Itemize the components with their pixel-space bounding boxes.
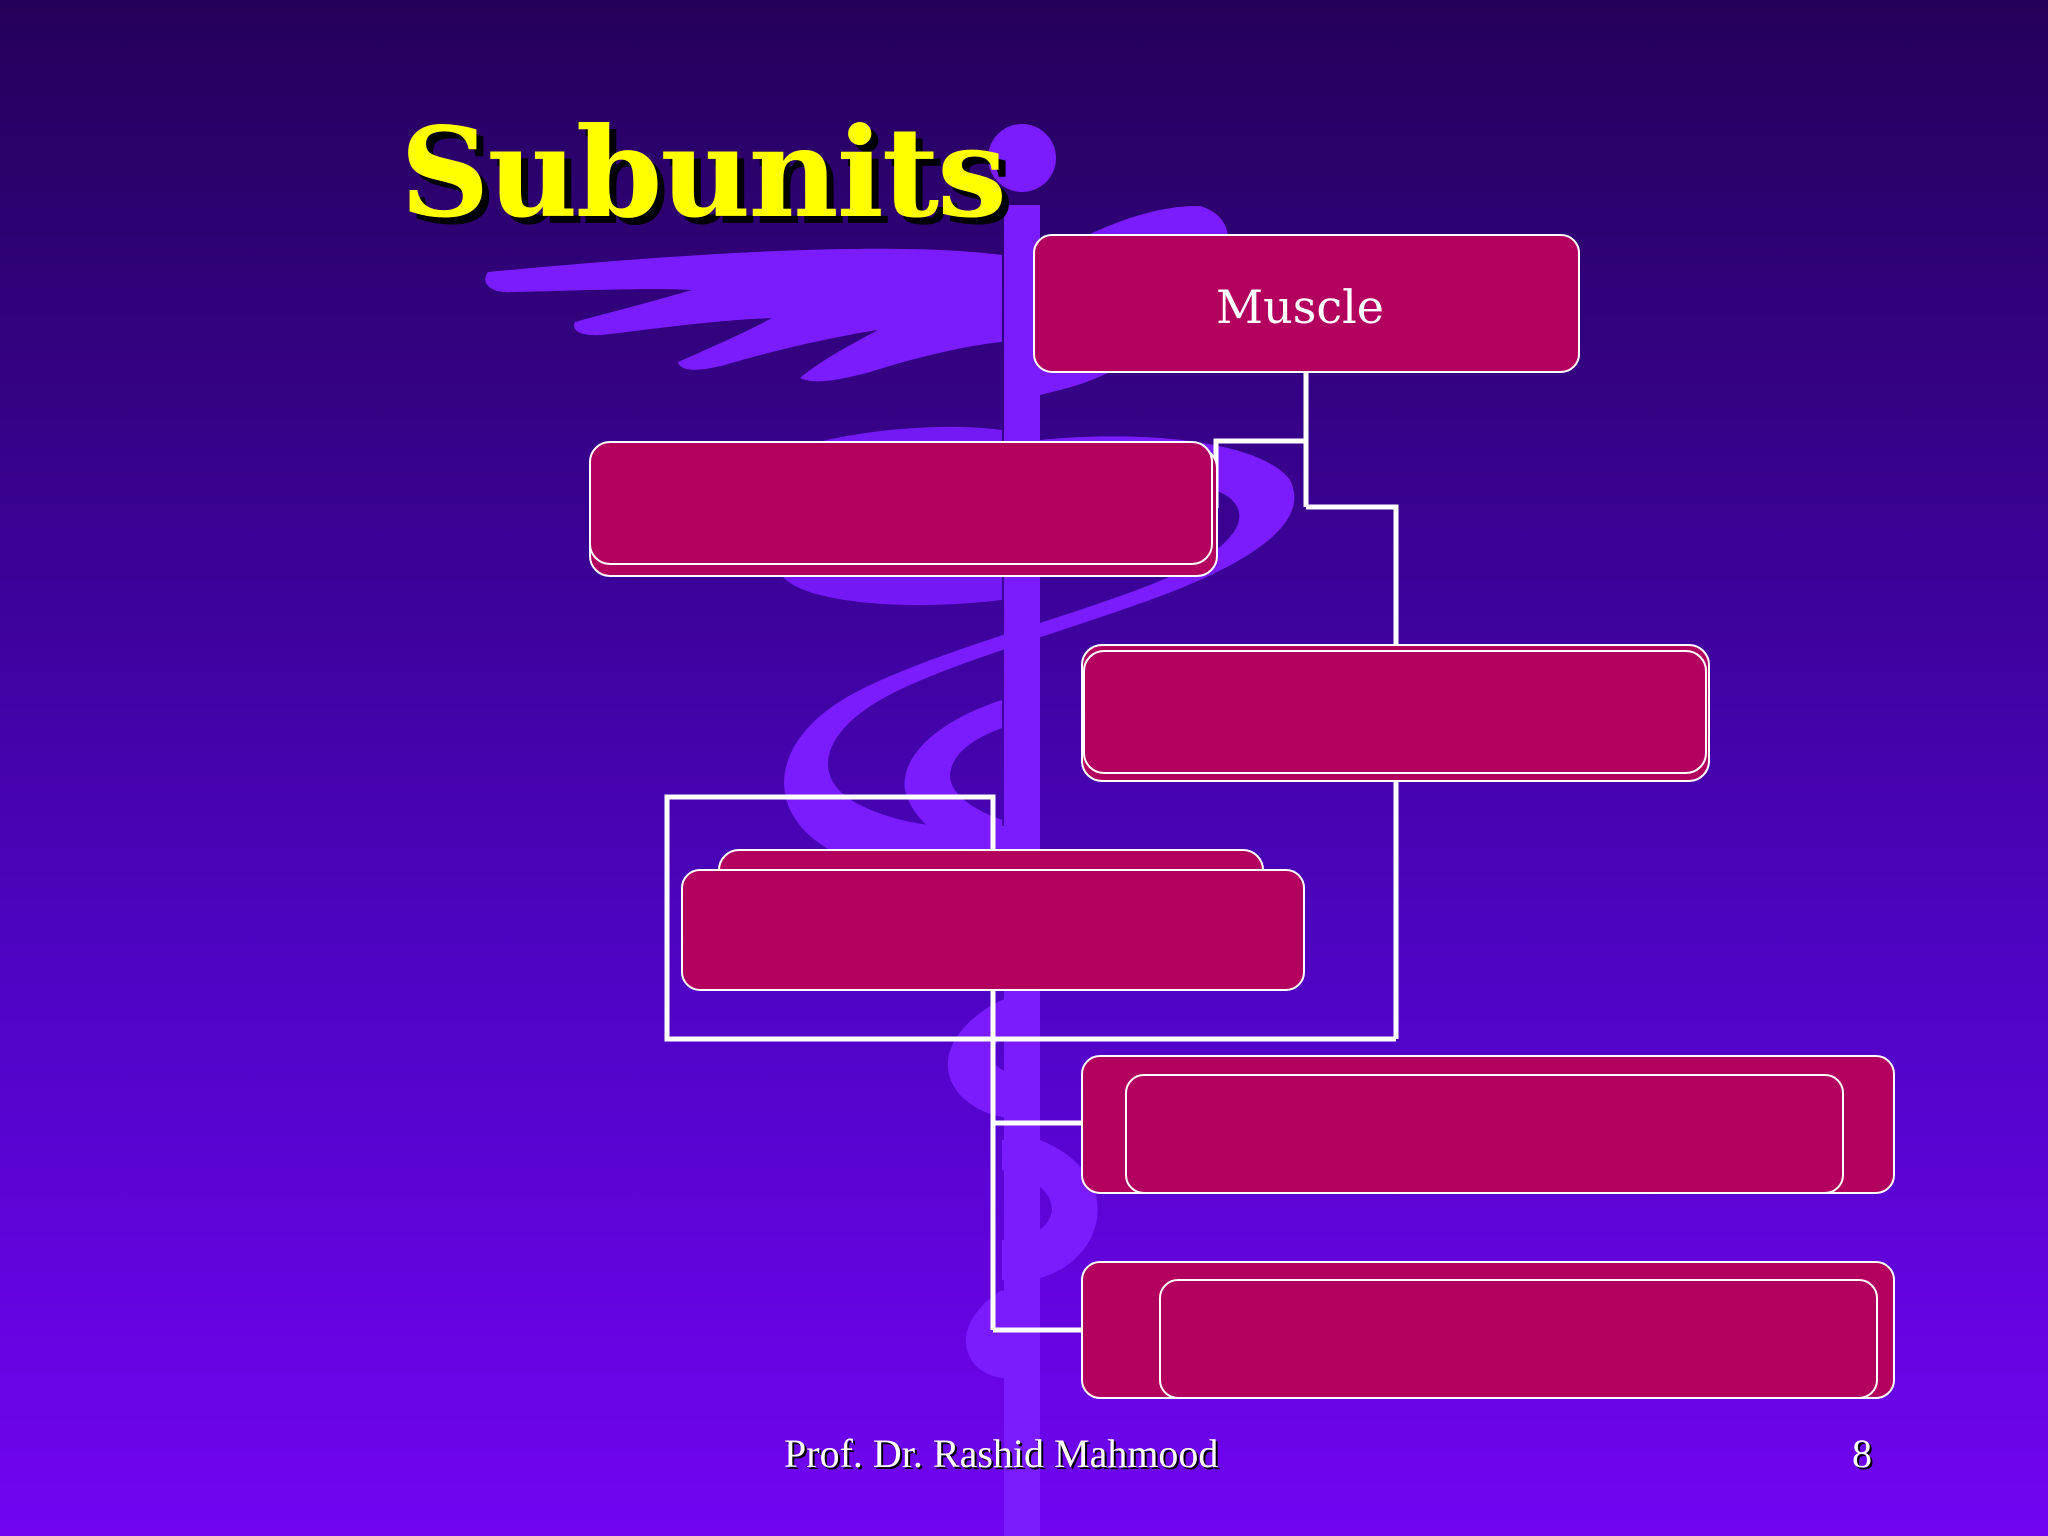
node-child-5 — [1081, 1261, 1895, 1399]
footer-author: Prof. Dr. Rashid Mahmood — [784, 1431, 1219, 1476]
page-number: 8 — [1852, 1431, 1872, 1476]
node-child-2 — [1081, 644, 1710, 782]
connector-lines — [664, 370, 1399, 1333]
slide-title: Subunits — [400, 101, 1007, 246]
node-child-3 — [681, 849, 1305, 991]
node-muscle: Muscle — [1033, 234, 1580, 373]
node-child-1 — [589, 441, 1218, 577]
node-child-4 — [1081, 1055, 1895, 1194]
node-muscle-label: Muscle — [1216, 280, 1384, 334]
